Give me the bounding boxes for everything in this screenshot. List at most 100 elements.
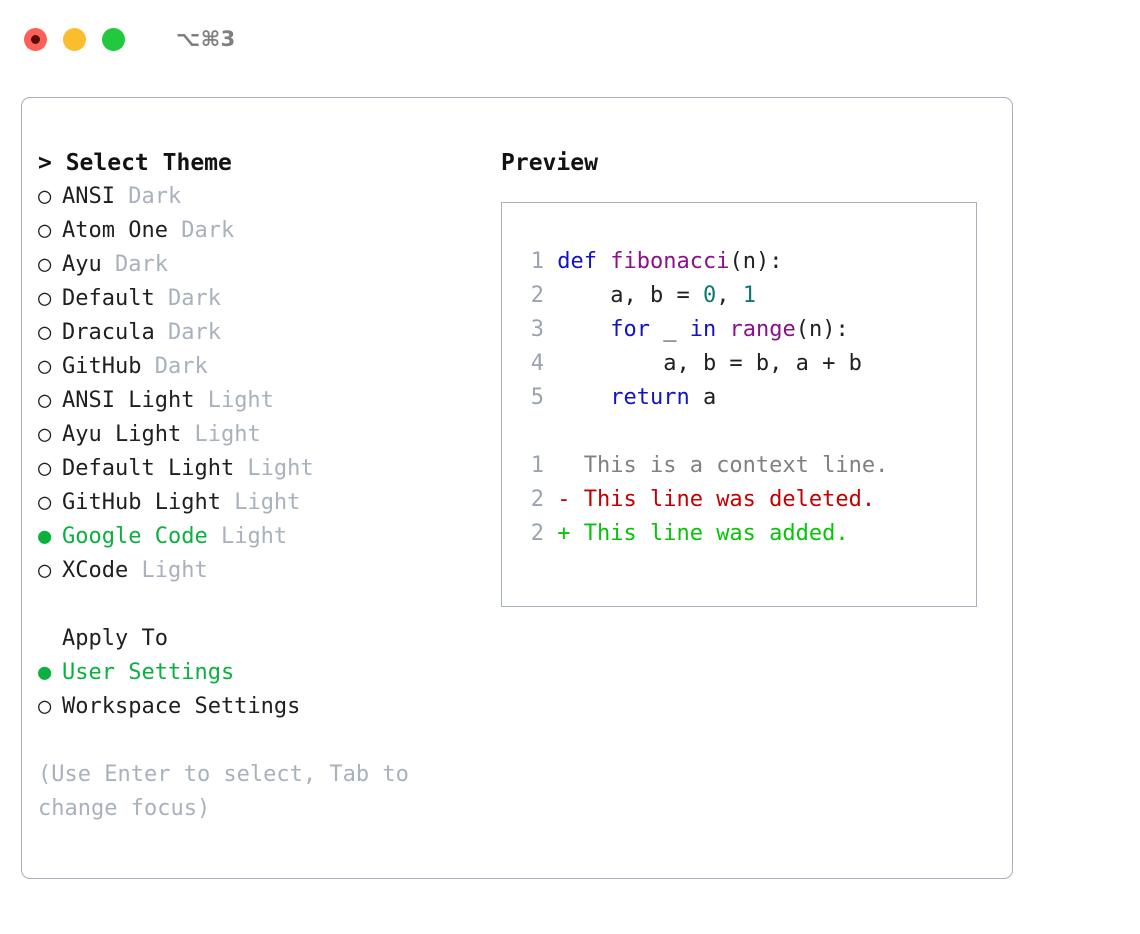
radio-unselected-icon: ○ xyxy=(38,218,52,243)
theme-option-variant-tag: Dark xyxy=(114,184,182,209)
code-token: def xyxy=(557,249,611,274)
gutter-gap xyxy=(544,283,557,308)
theme-option-label: ANSI xyxy=(62,184,115,209)
code-token: fibonacci xyxy=(610,249,730,274)
code-line: 2 a, b = 0, 1 xyxy=(502,279,976,313)
preview-panel: Preview 1 def fibonacci(n):2 a, b = 0, 1… xyxy=(501,146,991,607)
code-token: range xyxy=(729,317,796,342)
radio-unselected-icon: ○ xyxy=(38,490,52,515)
code-token: a xyxy=(689,385,717,410)
code-token: a, b = xyxy=(557,283,703,308)
window-controls xyxy=(24,27,125,51)
theme-option-atom-one[interactable]: ○ Atom One Dark xyxy=(38,214,498,248)
line-number: 3 xyxy=(530,317,544,342)
close-button-icon[interactable] xyxy=(24,27,47,51)
theme-option-label: Default xyxy=(62,286,155,311)
theme-option-variant-tag: Dark xyxy=(167,218,235,243)
theme-option-label: Dracula xyxy=(62,320,155,345)
code-line: 3 for _ in range(n): xyxy=(502,313,976,347)
apply-option-label: User Settings xyxy=(62,660,235,685)
theme-option-variant-tag: Light xyxy=(220,490,301,515)
apply-option-label: Workspace Settings xyxy=(62,694,301,719)
code-line: 4 a, b = b, a + b xyxy=(502,347,976,381)
code-token: (n): xyxy=(795,317,849,342)
radio-selected-icon: ● xyxy=(38,660,52,685)
theme-option-default-light[interactable]: ○Default Light Light xyxy=(38,452,498,486)
theme-picker-dialog: > Select Theme ○ANSI Dark○Atom One Dark○… xyxy=(21,97,1013,879)
radio-unselected-icon: ○ xyxy=(38,694,52,719)
theme-option-variant-tag: Light xyxy=(194,388,274,413)
theme-option-label: Ayu xyxy=(62,252,102,277)
theme-option-label: Atom One xyxy=(62,218,168,243)
apply-option-workspace-settings[interactable]: ○ Workspace Settings xyxy=(38,690,498,724)
gutter-gap xyxy=(544,249,557,274)
theme-option-variant-tag: Light xyxy=(207,524,288,549)
diff-line: 2 - This line was deleted. xyxy=(502,483,976,517)
theme-option-variant-tag: Light xyxy=(181,422,261,447)
line-number: 2 xyxy=(530,487,544,512)
minimize-button-icon[interactable] xyxy=(63,27,86,51)
theme-option-label: Ayu Light xyxy=(62,422,182,447)
code-diff-separator xyxy=(502,415,976,449)
theme-option-xcode[interactable]: ○XCode Light xyxy=(38,554,498,588)
theme-option-default[interactable]: ○ Default Dark xyxy=(38,282,498,316)
theme-option-variant-tag: Light xyxy=(234,456,314,481)
code-token: _ xyxy=(649,317,690,342)
code-token: a, b = b, a + b xyxy=(557,351,862,376)
theme-option-variant-tag: Dark xyxy=(154,320,221,345)
theme-option-list[interactable]: ○ANSI Dark○Atom One Dark○Ayu Dark○Defaul… xyxy=(38,180,498,588)
line-number: 4 xyxy=(530,351,544,376)
theme-option-github[interactable]: ○GitHub Dark xyxy=(38,350,498,384)
radio-unselected-icon: ○ xyxy=(38,354,52,379)
code-token: return xyxy=(610,385,690,410)
theme-option-github-light[interactable]: ○ GitHub Light Light xyxy=(38,486,498,520)
gutter-gap xyxy=(544,521,557,546)
code-token: 0 xyxy=(702,283,717,308)
keyboard-hint-text: (Use Enter to select, Tab to change focu… xyxy=(38,762,409,821)
theme-option-label: GitHub Light xyxy=(62,490,221,515)
line-number: 1 xyxy=(530,453,544,478)
code-token: 1 xyxy=(742,283,756,308)
apply-to-option-list[interactable]: ● User Settings ○ Workspace Settings xyxy=(38,656,498,724)
code-line: 5 return a xyxy=(502,381,976,415)
apply-option-user-settings[interactable]: ● User Settings xyxy=(38,656,498,690)
gutter-gap xyxy=(544,487,557,512)
code-token xyxy=(557,317,610,342)
maximize-button-icon[interactable] xyxy=(102,27,125,51)
line-number: 5 xyxy=(530,385,544,410)
code-token xyxy=(557,385,610,410)
code-token: , xyxy=(716,283,743,308)
radio-selected-icon: ● xyxy=(38,524,52,549)
radio-unselected-icon: ○ xyxy=(38,456,52,481)
theme-option-ansi-light[interactable]: ○ ANSI Light Light xyxy=(38,384,498,418)
theme-option-variant-tag: Light xyxy=(128,558,208,583)
theme-option-variant-tag: Dark xyxy=(101,252,168,277)
gutter-gap xyxy=(544,317,557,342)
radio-unselected-icon: ○ xyxy=(38,388,52,413)
diff-line: 1 This is a context line. xyxy=(502,449,976,483)
theme-option-dracula[interactable]: ○ Dracula Dark xyxy=(38,316,498,350)
radio-unselected-icon: ○ xyxy=(38,422,52,447)
radio-unselected-icon: ○ xyxy=(38,320,52,345)
gutter-gap xyxy=(544,351,557,376)
theme-option-label: Google Code xyxy=(62,524,208,549)
theme-option-label: GitHub xyxy=(62,354,142,379)
theme-option-label: ANSI Light xyxy=(62,388,195,413)
code-token xyxy=(716,317,729,342)
theme-option-variant-tag: Dark xyxy=(154,286,221,311)
theme-option-google-code[interactable]: ● Google Code Light xyxy=(38,520,498,554)
radio-unselected-icon: ○ xyxy=(38,252,52,277)
theme-option-ayu[interactable]: ○ Ayu Dark xyxy=(38,248,498,282)
code-token: for xyxy=(610,317,650,342)
line-number: 2 xyxy=(530,521,544,546)
preview-heading: Preview xyxy=(501,150,598,176)
gutter-gap xyxy=(544,385,557,410)
code-line: 1 def fibonacci(n): xyxy=(502,245,976,279)
radio-unselected-icon: ○ xyxy=(38,286,52,311)
theme-option-ansi[interactable]: ○ANSI Dark xyxy=(38,180,498,214)
gutter-gap xyxy=(544,453,557,478)
theme-option-ayu-light[interactable]: ○ Ayu Light Light xyxy=(38,418,498,452)
